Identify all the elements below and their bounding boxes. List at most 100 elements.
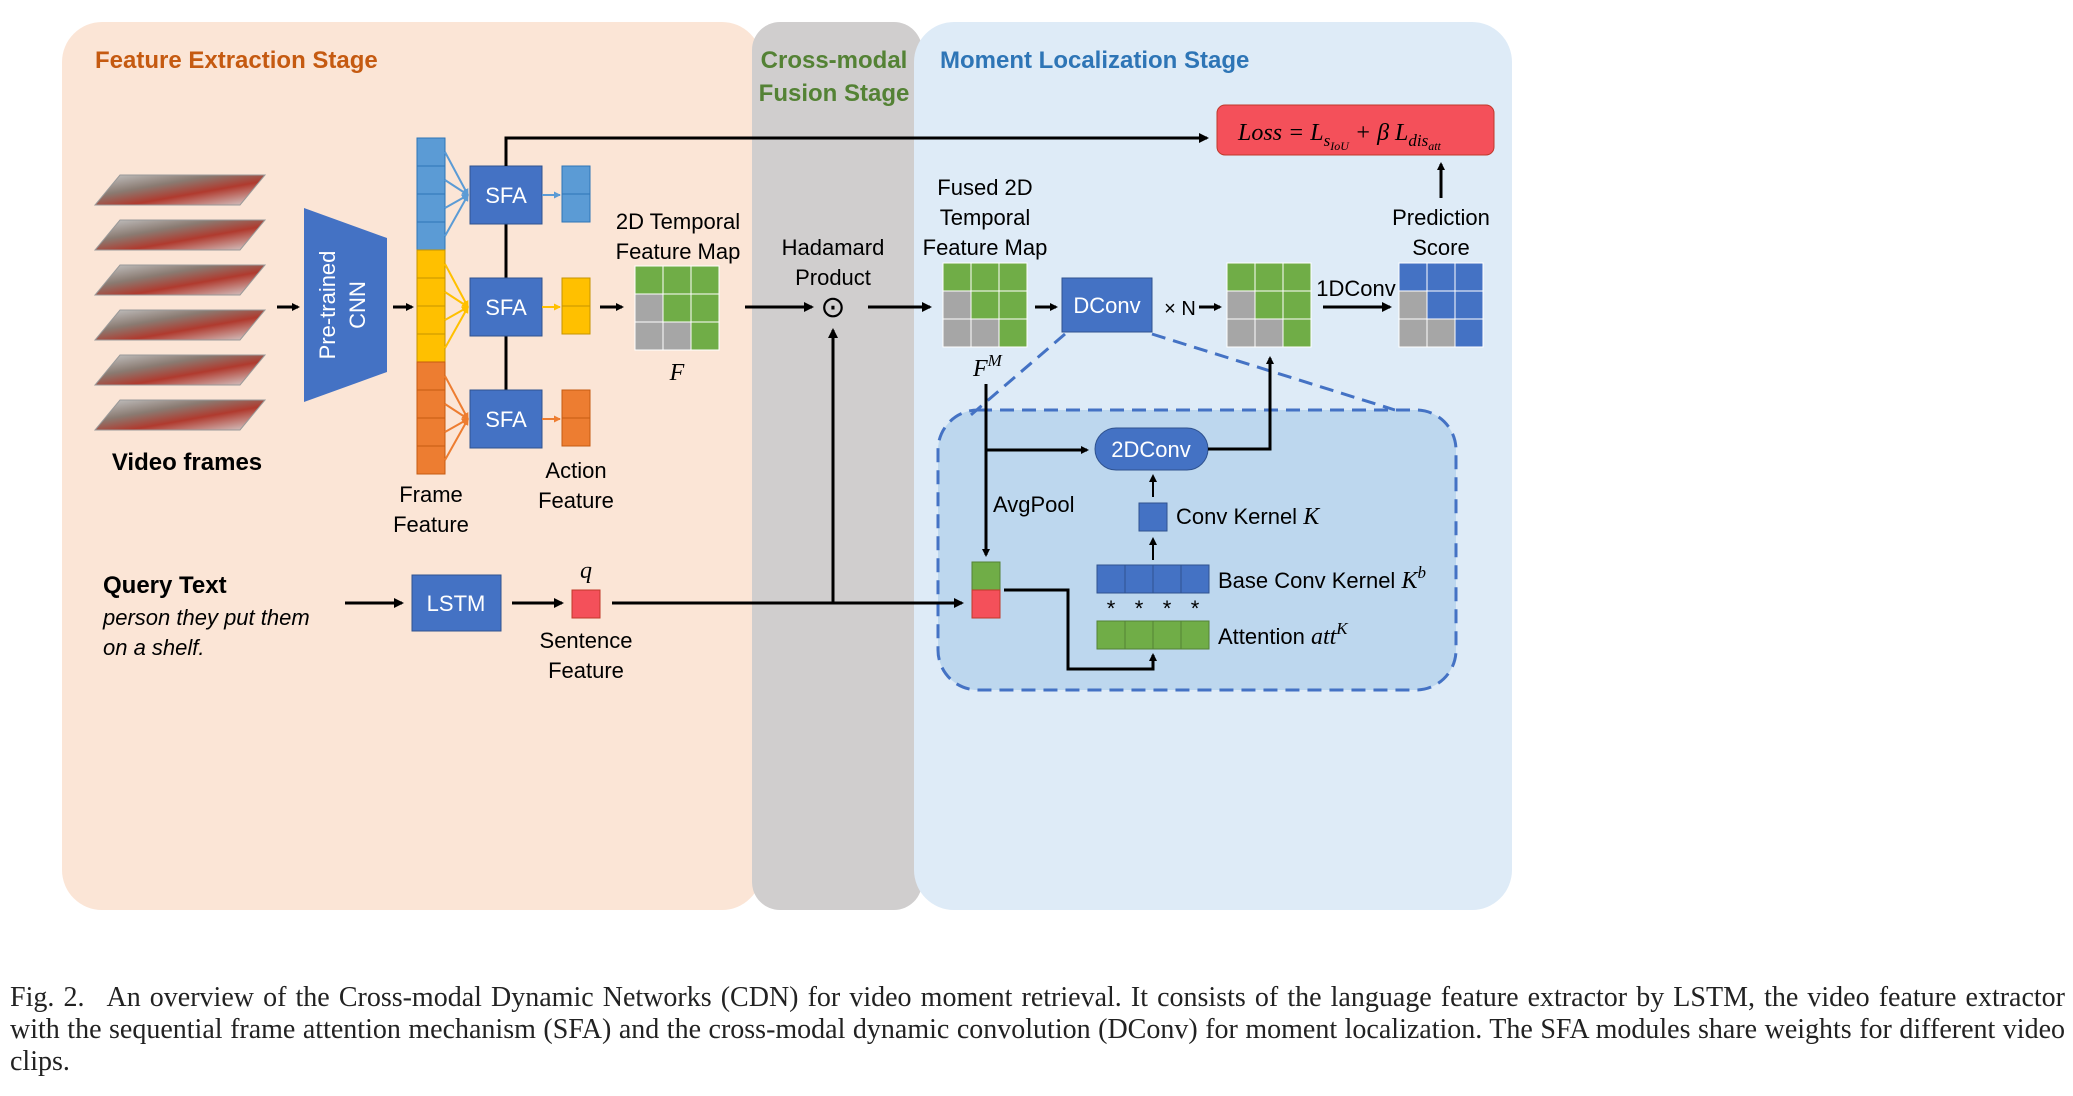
- loss-box: [1216, 104, 1495, 156]
- arrow-pooled-to-attention: [1004, 588, 1157, 671]
- frame-feature-label-1: Frame: [399, 482, 463, 507]
- attention-label: Attention attK: [1218, 619, 1349, 650]
- attention-symbol: att: [1311, 624, 1338, 650]
- fused-feature-map-FM: [942, 262, 1028, 348]
- sfa-block-1: [469, 165, 543, 225]
- action-feature-label-1: Action: [545, 458, 606, 483]
- hadamard-product-operator: ⊙: [820, 291, 845, 324]
- video-frame-image: [93, 219, 267, 251]
- pooled-visual-vector: [971, 561, 1001, 591]
- attention-arrows-blue: [444, 151, 469, 237]
- attention-text: Attention: [1218, 624, 1311, 649]
- times-n-label: × N: [1164, 298, 1196, 320]
- figure-number: Fig. 2.: [10, 982, 85, 1013]
- query-text-line2: on a shelf.: [103, 635, 205, 660]
- cnn-label-line1: Pre-trained: [315, 251, 340, 360]
- dconv-output-map: [1226, 262, 1312, 348]
- sfa-label-3: SFA: [485, 407, 527, 432]
- arrow-2dconv-to-output: [1208, 356, 1274, 451]
- multiply-star-4: *: [1191, 596, 1200, 621]
- loss-plus: + β L: [1349, 120, 1409, 146]
- video-frame-image: [93, 399, 267, 431]
- conv-kernel-text: Conv Kernel: [1176, 504, 1303, 529]
- pretrained-cnn-block: [304, 208, 387, 402]
- fused-map-label-2: Temporal: [940, 205, 1030, 230]
- base-conv-kernel: [1096, 564, 1210, 594]
- video-frame-image: [93, 174, 267, 206]
- loss-formula: Loss = LsIoU + β Ldisatt: [1237, 120, 1442, 153]
- fusion-panel: [752, 22, 922, 910]
- cnn-label-line2: CNN: [345, 281, 370, 329]
- base-kernel-label: Base Conv Kernel Kb: [1218, 563, 1426, 594]
- caption-text: An overview of the Cross-modal Dynamic N…: [10, 982, 2066, 1077]
- dconv-block: [1061, 277, 1153, 333]
- video-frames-label: Video frames: [112, 449, 262, 476]
- conv2d-label: 2DConv: [1111, 437, 1190, 462]
- f-symbol: F: [669, 360, 685, 386]
- moment-localization-title: Moment Localization Stage: [940, 47, 1249, 74]
- video-frame-image: [93, 309, 267, 341]
- action-feature-blue: [561, 165, 591, 223]
- base-kernel-text: Base Conv Kernel: [1218, 568, 1401, 593]
- loss-sub-iou: IoU: [1329, 139, 1350, 153]
- attention-vector: [1096, 620, 1210, 650]
- fm-base: F: [972, 356, 988, 382]
- sentence-feature-label-1: Sentence: [540, 628, 633, 653]
- conv-kernel-cell: [1138, 502, 1168, 532]
- fm-symbol: FM: [972, 351, 1003, 382]
- temporal-map-label-1: 2D Temporal: [616, 209, 740, 234]
- loss-sub-att: att: [1428, 139, 1441, 153]
- frame-feature-label-2: Feature: [393, 512, 469, 537]
- multiply-star-2: *: [1135, 596, 1144, 621]
- fused-map-label-1: Fused 2D: [937, 175, 1032, 200]
- temporal-feature-map-F: [634, 265, 720, 351]
- fusion-title-line1: Cross-modal: [761, 47, 908, 74]
- attention-arrows-orange: [444, 375, 469, 461]
- lstm-block: [411, 574, 502, 632]
- avgpool-label: AvgPool: [993, 492, 1075, 517]
- pooled-sentence-vector: [971, 589, 1001, 619]
- base-kernel-sup: b: [1417, 563, 1426, 582]
- cdn-architecture-diagram: Feature Extraction Stage Cross-modal Fus…: [62, 22, 1512, 910]
- prediction-score-map: [1398, 262, 1484, 348]
- action-feature-label-2: Feature: [538, 488, 614, 513]
- conv-kernel-label: Conv Kernel K: [1176, 504, 1321, 530]
- sfa-label-2: SFA: [485, 295, 527, 320]
- loss-sub-s: s: [1324, 131, 1331, 150]
- query-text-title: Query Text: [103, 572, 227, 599]
- lstm-label: LSTM: [427, 591, 486, 616]
- attention-sup: K: [1335, 619, 1349, 638]
- base-kernel-k: K: [1400, 568, 1419, 594]
- sentence-feature-label-2: Feature: [548, 658, 624, 683]
- figure-caption: Fig. 2.An overview of the Cross-modal Dy…: [10, 982, 2065, 1078]
- frame-feature-column: [416, 137, 446, 475]
- conv1d-label: 1DConv: [1316, 276, 1395, 301]
- dconv-label: DConv: [1073, 293, 1140, 318]
- video-frame-image: [93, 354, 267, 386]
- multiply-star-3: *: [1163, 596, 1172, 621]
- attention-arrows-yellow: [444, 263, 469, 349]
- temporal-map-label-2: Feature Map: [616, 239, 741, 264]
- video-frame-image: [93, 264, 267, 296]
- fusion-title-line2: Fusion Stage: [759, 80, 910, 107]
- fm-superscript: M: [987, 351, 1003, 370]
- hadamard-label-1: Hadamard: [782, 235, 885, 260]
- multiply-star-1: *: [1107, 596, 1116, 621]
- q-symbol: q: [580, 558, 592, 584]
- loss-sub-dis: dis: [1408, 131, 1428, 150]
- sentence-feature-cell: [571, 589, 601, 619]
- arrow-sfa-to-loss: [504, 133, 1209, 166]
- sfa-block-2: [469, 277, 543, 337]
- action-feature-yellow: [561, 277, 591, 335]
- conv-kernel-k: K: [1302, 504, 1321, 530]
- video-frames-stack: [93, 174, 267, 431]
- loss-text: Loss = L: [1237, 120, 1324, 146]
- hadamard-label-2: Product: [795, 265, 871, 290]
- feature-extraction-title: Feature Extraction Stage: [95, 47, 378, 74]
- fused-map-label-3: Feature Map: [923, 235, 1048, 260]
- prediction-label-2: Score: [1412, 235, 1469, 260]
- action-feature-orange: [561, 389, 591, 447]
- query-text-line1: person they put them: [102, 605, 310, 630]
- prediction-label-1: Prediction: [1392, 205, 1490, 230]
- sfa-label-1: SFA: [485, 183, 527, 208]
